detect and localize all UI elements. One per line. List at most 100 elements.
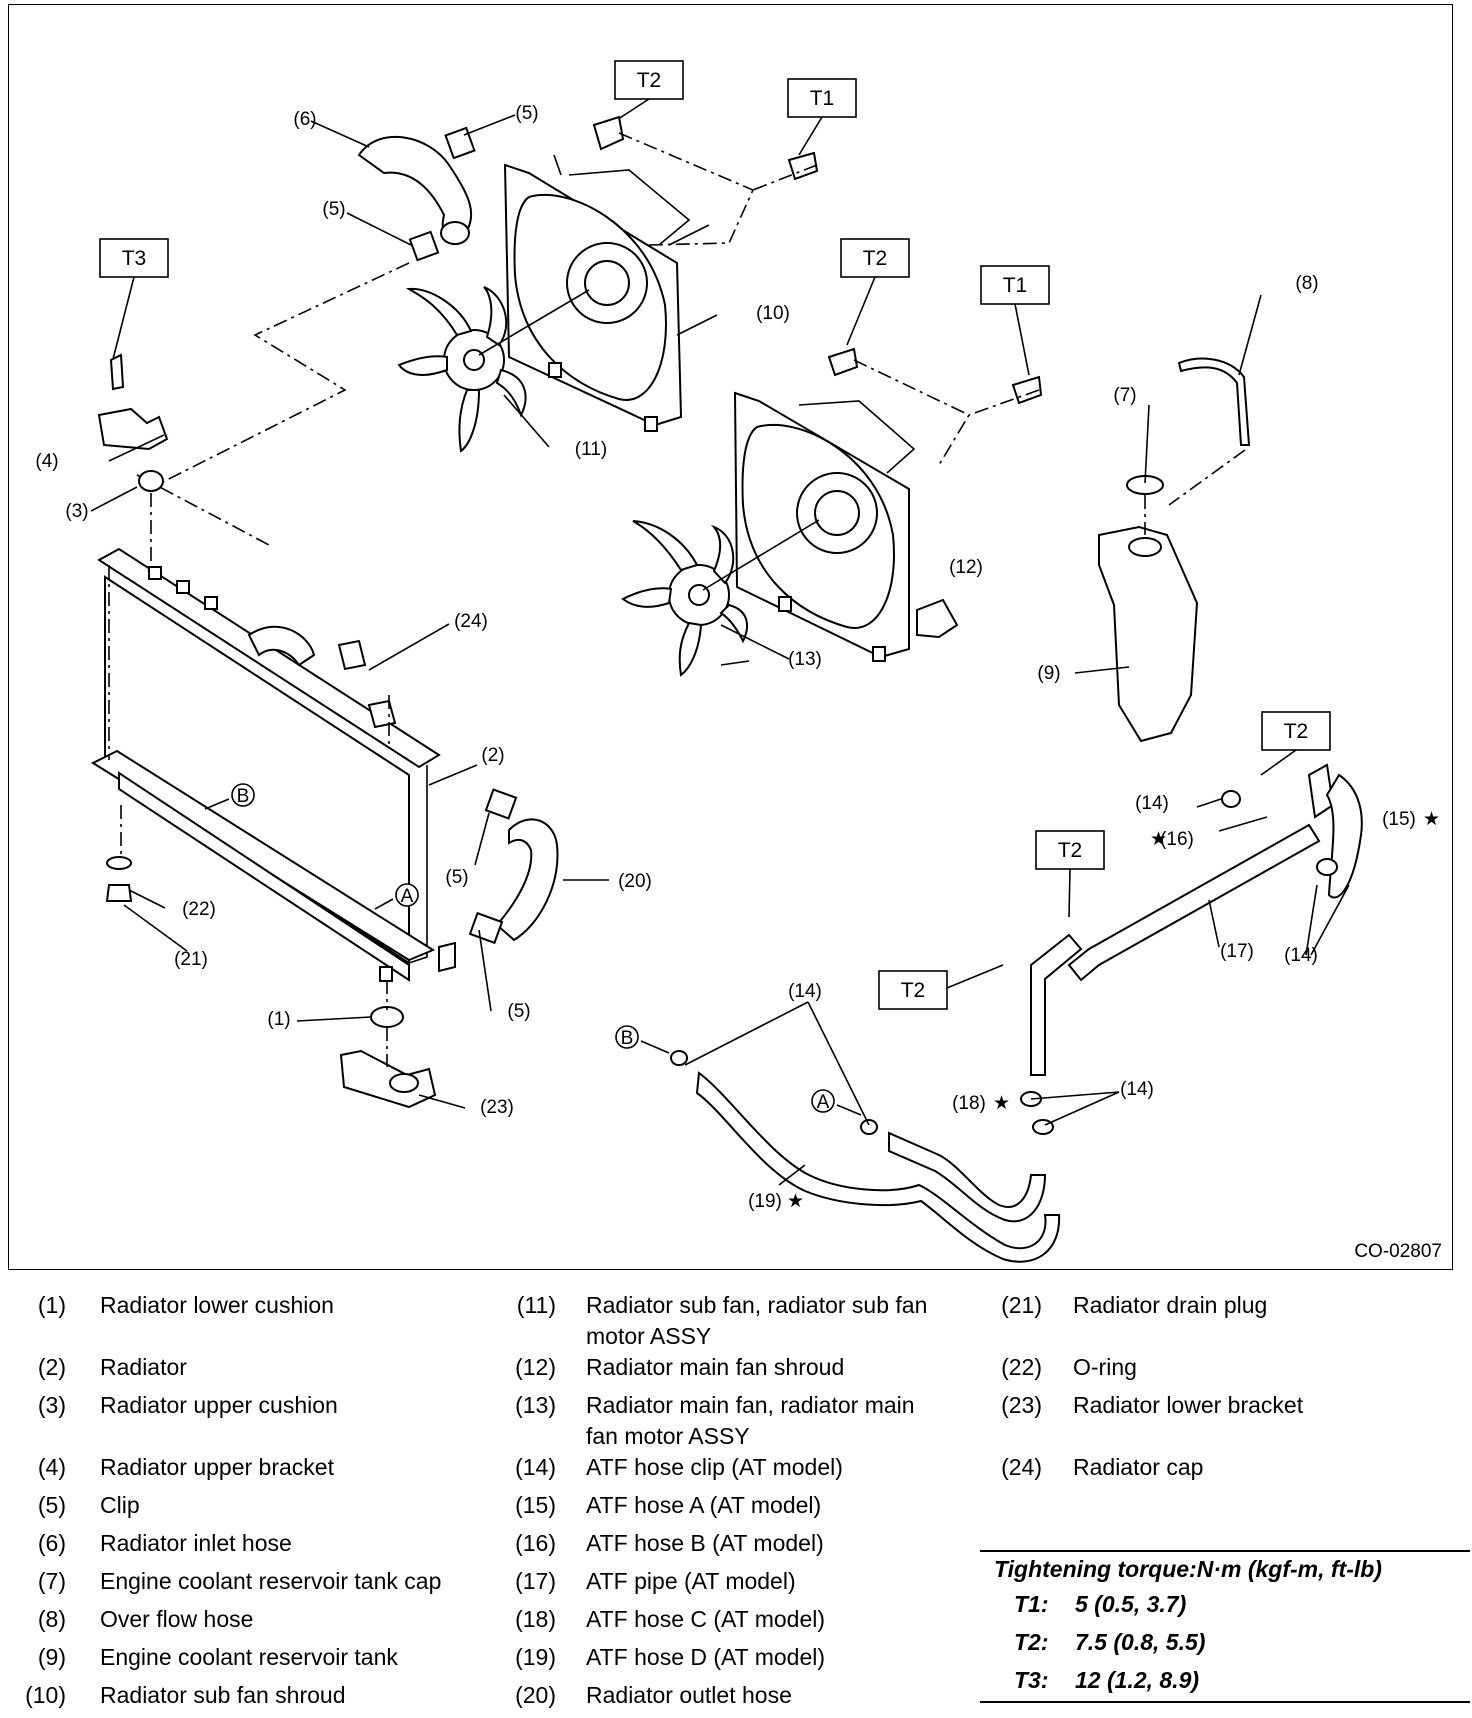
torque-tag-t2-b: T2 — [840, 238, 910, 278]
legend-number: (12) — [515, 1354, 556, 1380]
callout-14c: (14) — [788, 981, 822, 1002]
svg-text:B: B — [621, 1028, 634, 1049]
callout-19: (19) — [748, 1191, 782, 1212]
legend-number: (10) — [25, 1682, 66, 1708]
atf-pipe — [1020, 763, 1363, 1135]
svg-text:B: B — [237, 786, 250, 807]
torque-row-t3: T3:12 (1.2, 8.9) — [1014, 1667, 1200, 1693]
svg-text:A: A — [401, 886, 414, 907]
sub-fan — [397, 286, 527, 453]
legend-text-line2: motor ASSY — [586, 1323, 712, 1349]
legend-text: Radiator lower cushion — [100, 1292, 334, 1318]
svg-text:T3: T3 — [122, 247, 147, 270]
parts-legend: (1)Radiator lower cushion(2)Radiator(3)R… — [0, 1290, 1472, 1710]
callout-14b: (14) — [1284, 945, 1318, 966]
legend-number: (3) — [37, 1392, 66, 1418]
callout-18: (18) — [952, 1093, 986, 1114]
legend-number: (21) — [1001, 1292, 1042, 1318]
callout-22: (22) — [182, 899, 216, 920]
radiator — [90, 547, 456, 982]
callout-5b: (5) — [322, 199, 345, 220]
exploded-diagram: T2 T1 T3 T2 T1 T2 T2 T2 — [8, 4, 1453, 1270]
callout-24: (24) — [454, 611, 488, 632]
callout-17: (17) — [1220, 941, 1254, 962]
legend-number: (9) — [37, 1644, 66, 1670]
legend-number: (16) — [515, 1530, 556, 1556]
legend-number: (15) — [515, 1492, 556, 1518]
callout-12: (12) — [949, 557, 983, 578]
legend-text: Radiator inlet hose — [100, 1530, 292, 1556]
legend-number: (4) — [37, 1454, 66, 1480]
callout-9: (9) — [1037, 663, 1060, 684]
star-18: ★ — [993, 1093, 1010, 1114]
legend-text-line2: fan motor ASSY — [586, 1423, 750, 1449]
legend-text: O-ring — [1073, 1354, 1137, 1380]
torque-row-t1: T1:5 (0.5, 3.7) — [1014, 1591, 1187, 1617]
torque-tag-t1-b: T1 — [980, 265, 1050, 305]
radiator-upper-bracket — [97, 353, 169, 492]
callout-7: (7) — [1113, 385, 1136, 406]
legend-text: Clip — [100, 1492, 140, 1518]
torque-header: Tightening torque:N·m (kgf-m, ft-lb) — [994, 1556, 1382, 1582]
legend-text: ATF hose C (AT model) — [586, 1606, 826, 1632]
marker-a-hose: A — [811, 1089, 862, 1116]
torque-tag-t2-c: T2 — [1261, 711, 1331, 751]
star-15: ★ — [1423, 809, 1440, 830]
main-fan-shroud — [733, 391, 959, 662]
legend-text: Radiator lower bracket — [1073, 1392, 1304, 1418]
legend-number: (19) — [515, 1644, 556, 1670]
legend-text: Radiator main fan shroud — [586, 1354, 845, 1380]
torque-row-t2: T2:7.5 (0.8, 5.5) — [1014, 1629, 1206, 1655]
callout-11: (11) — [575, 439, 607, 460]
callout-6: (6) — [293, 109, 316, 130]
torque-tag-t2-e: T2 — [878, 970, 948, 1010]
svg-text:T1: T1 — [1003, 274, 1028, 297]
callout-3: (3) — [65, 501, 88, 522]
legend-text: ATF hose clip (AT model) — [586, 1454, 843, 1480]
svg-text:T2: T2 — [863, 247, 888, 270]
legend-text: Radiator cap — [1073, 1454, 1204, 1480]
legend-number: (7) — [37, 1568, 66, 1594]
star-16: ★ — [1150, 829, 1167, 850]
callout-14a: (14) — [1135, 793, 1169, 814]
svg-text:T2: T2 — [1284, 720, 1309, 743]
callout-5d: (5) — [507, 1001, 530, 1022]
legend-text: ATF hose D (AT model) — [586, 1644, 826, 1670]
figure-code: CO-02807 — [1354, 1241, 1442, 1262]
svg-text:T2: T2 — [901, 979, 926, 1002]
marker-b-hose: B — [615, 1025, 670, 1054]
callout-5c: (5) — [445, 867, 468, 888]
legend-text: Radiator upper cushion — [100, 1392, 338, 1418]
legend-text: Engine coolant reservoir tank cap — [100, 1568, 442, 1594]
callout-20: (20) — [618, 871, 652, 892]
legend-number: (8) — [37, 1606, 66, 1632]
legend-number: (5) — [37, 1492, 66, 1518]
callout-4: (4) — [35, 451, 58, 472]
svg-text:T2: T2 — [637, 69, 662, 92]
callout-21: (21) — [174, 949, 208, 970]
bolts-fan — [592, 115, 1043, 405]
callout-5a: (5) — [515, 103, 538, 124]
torque-tag-t2-d: T2 — [1035, 830, 1105, 870]
legend-text: Radiator — [100, 1354, 187, 1380]
legend-number: (14) — [515, 1454, 556, 1480]
legend-text: ATF hose A (AT model) — [586, 1492, 822, 1518]
callout-10: (10) — [756, 303, 790, 324]
legend-number: (20) — [515, 1682, 556, 1708]
svg-text:T1: T1 — [810, 87, 835, 110]
legend-text: Radiator drain plug — [1073, 1292, 1268, 1318]
legend-text: Radiator sub fan, radiator sub fan — [586, 1292, 928, 1318]
legend-number: (11) — [516, 1292, 556, 1318]
svg-text:A: A — [817, 1092, 830, 1113]
torque-tag-t1-a: T1 — [787, 78, 857, 118]
legend-text: Engine coolant reservoir tank — [100, 1644, 398, 1670]
marker-b-radiator: B — [204, 783, 255, 810]
sub-fan-shroud — [503, 154, 710, 432]
callout-15: (15) — [1382, 809, 1416, 830]
lower-bracket — [339, 1006, 437, 1109]
legend-number: (24) — [1001, 1454, 1042, 1480]
radiator-inlet-hose — [357, 126, 476, 262]
callout-16: (16) — [1160, 829, 1194, 850]
legend-number: (23) — [1001, 1392, 1042, 1418]
torque-table: Tightening torque:N·m (kgf-m, ft-lb) T1:… — [980, 1550, 1470, 1703]
